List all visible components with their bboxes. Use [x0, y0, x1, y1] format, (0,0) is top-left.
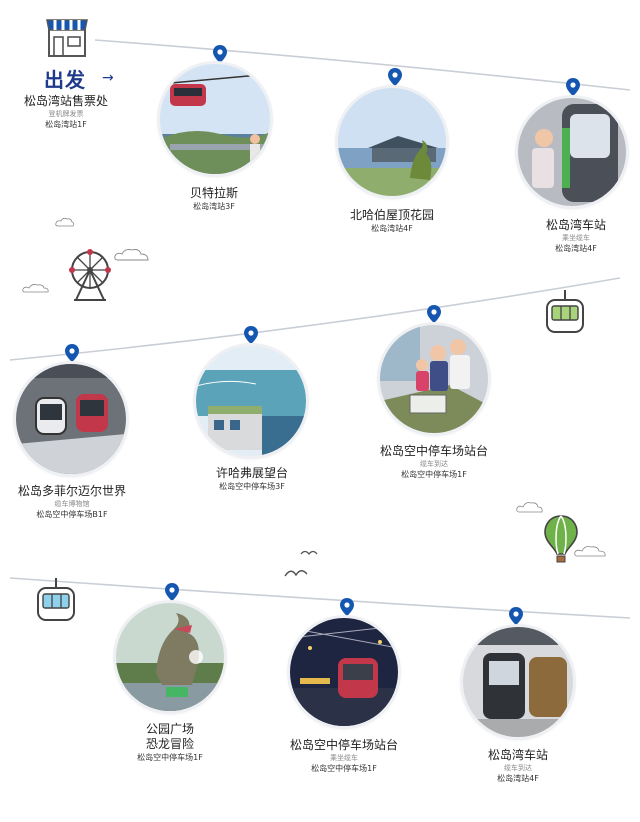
stop-photo — [160, 64, 270, 174]
stop-sub: 乘坐缆车 — [561, 234, 590, 242]
stop-name: 松岛湾车站 — [545, 218, 607, 232]
ticket-booth-icon — [46, 19, 88, 57]
stop-name: 松岛空中停车场站台 — [289, 738, 399, 752]
hot-air-balloon-icon — [544, 515, 578, 563]
stop-photo — [196, 346, 306, 456]
stop-floor: 松岛湾站3F — [193, 202, 235, 211]
stop-floor: 松岛湾站4F — [497, 774, 539, 783]
stop-photo — [380, 325, 488, 433]
arrow-right-icon: → — [102, 70, 114, 86]
stop-photo — [338, 88, 446, 196]
stop-floor: 松岛空中停车场B1F — [36, 510, 108, 519]
stop-name: 松岛多菲尔迈尔世界 — [17, 484, 127, 498]
stop-name: 许哈弗展望台 — [215, 466, 289, 480]
stop-photo — [116, 603, 224, 711]
gondola-icon — [546, 290, 584, 333]
stop-sub: 缆车到达 — [503, 764, 532, 772]
cloud-icon — [22, 284, 49, 293]
location-pin-icon — [244, 326, 258, 344]
stop-photo — [16, 364, 126, 474]
stop-sub: 乘坐缆车 — [329, 754, 358, 762]
gondola-icon — [37, 578, 75, 621]
location-pin-icon — [388, 68, 402, 86]
start-floor: 松岛湾站1F — [45, 120, 87, 129]
bird-icon — [284, 570, 308, 577]
stop-photo — [290, 618, 398, 726]
bird-icon — [300, 550, 318, 556]
stop-name: 公园广场 恐龙冒险 — [145, 722, 195, 751]
stop-sub: 缆车博物馆 — [54, 500, 90, 508]
stop-sub: 缆车到达 — [419, 460, 448, 468]
cloud-icon — [55, 217, 75, 227]
location-pin-icon — [566, 78, 580, 96]
cloud-icon — [574, 546, 606, 557]
stop-floor: 松岛湾站4F — [555, 244, 597, 253]
stop-floor: 松岛空中停车场1F — [311, 764, 377, 773]
ferris-wheel-icon — [69, 249, 111, 301]
location-pin-icon — [65, 344, 79, 362]
stop-photo — [518, 98, 626, 206]
location-pin-icon — [340, 598, 354, 616]
start-sub: 登机牌发票 — [48, 110, 84, 118]
stop-floor: 松岛空中停车场3F — [219, 482, 285, 491]
stop-floor: 松岛空中停车场1F — [401, 470, 467, 479]
cloud-icon — [516, 502, 543, 513]
stop-name: 松岛空中停车场站台 — [379, 444, 489, 458]
stop-floor: 松岛湾站4F — [371, 224, 413, 233]
location-pin-icon — [213, 45, 227, 63]
location-pin-icon — [427, 305, 441, 323]
start-name: 松岛湾站售票处 — [23, 94, 109, 108]
stop-photo — [463, 627, 573, 737]
stop-name: 贝特拉斯 — [189, 186, 239, 200]
location-pin-icon — [165, 583, 179, 601]
location-pin-icon — [509, 607, 523, 625]
start-title: 出发 — [44, 68, 86, 92]
cloud-icon — [114, 249, 149, 261]
stop-name: 北哈伯屋顶花园 — [349, 208, 435, 222]
stop-name: 松岛湾车站 — [487, 748, 549, 762]
stop-floor: 松岛空中停车场1F — [137, 753, 203, 762]
